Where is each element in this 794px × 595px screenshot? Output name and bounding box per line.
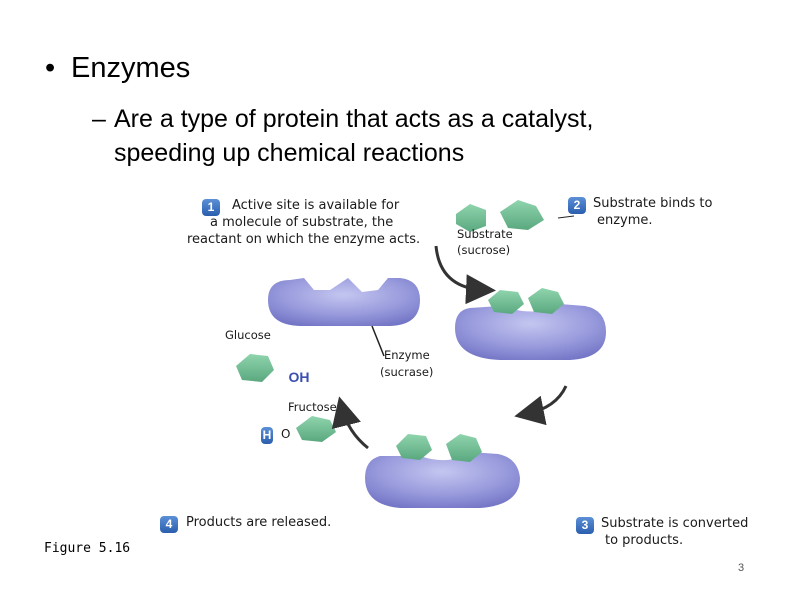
step3-text-line2: to products. [605, 533, 684, 548]
step2-leader-line [557, 215, 575, 219]
product-glucose-step3 [396, 434, 432, 460]
substrate-glucose-step2 [488, 290, 524, 314]
oh-group-label: OH [279, 366, 319, 388]
enzyme-sub-label: (sucrase) [380, 365, 434, 379]
enzyme-step1 [268, 278, 420, 326]
h2o-label: H2O [597, 373, 635, 395]
fructose-label: Fructose [288, 400, 337, 414]
enzyme-step3 [365, 452, 520, 508]
step1-text-line3: reactant on which the enzyme acts. [187, 232, 421, 247]
h2o-o: O [618, 376, 629, 391]
product-fructose-step3 [446, 434, 482, 462]
step1-text-line1: Active site is available for [232, 198, 400, 213]
page-number: 3 [738, 562, 745, 574]
step3-text-line1: Substrate is converted [601, 516, 749, 531]
enzyme-label: Enzyme [384, 348, 430, 362]
step1-badge: 1 [202, 199, 220, 216]
substrate-fructose-step2 [528, 288, 564, 314]
step3-badge: 3 [576, 517, 594, 534]
slide-title: Enzymes [71, 52, 191, 84]
glucose-label: Glucose [225, 328, 271, 342]
dash-symbol: – [92, 105, 106, 133]
step2-badge: 2 [568, 197, 586, 214]
substrate-sub-label: (sucrose) [457, 243, 511, 257]
step4-badge: 4 [160, 516, 178, 533]
substrate-fructose-step1 [500, 200, 544, 230]
step1-text-line2: a molecule of substrate, the [210, 215, 394, 230]
o-fragment-label: O [281, 427, 291, 441]
arrow-step1-to-2 [434, 245, 496, 305]
subtitle-line1: Are a type of protein that acts as a cat… [114, 105, 594, 133]
step4-text-line1: Products are released. [186, 515, 332, 530]
substrate-label: Substrate [457, 227, 513, 241]
substrate-glucose-step1 [456, 204, 486, 232]
step2-text-line1: Substrate binds to [593, 196, 713, 211]
sub-bullet: –Are a type of protein that acts as a ca… [92, 102, 712, 170]
step2-text-line2: enzyme. [597, 213, 653, 228]
enzyme-leader-line [371, 325, 385, 357]
h-fragment-label: H [261, 427, 273, 444]
arrow-step2-to-3 [514, 385, 568, 426]
bullet-symbol: • [45, 52, 56, 84]
enzyme-step2 [455, 304, 606, 360]
product-glucose [236, 354, 274, 382]
bullet-enzymes: • Enzymes [45, 52, 190, 85]
figure-label: Figure 5.16 [44, 541, 131, 556]
subtitle-line2: speeding up chemical reactions [114, 139, 465, 167]
arrow-step3-to-4 [331, 396, 369, 450]
h2o-h: H [603, 376, 614, 391]
product-fructose [296, 416, 336, 442]
h2o-subscript: 2 [613, 383, 619, 394]
